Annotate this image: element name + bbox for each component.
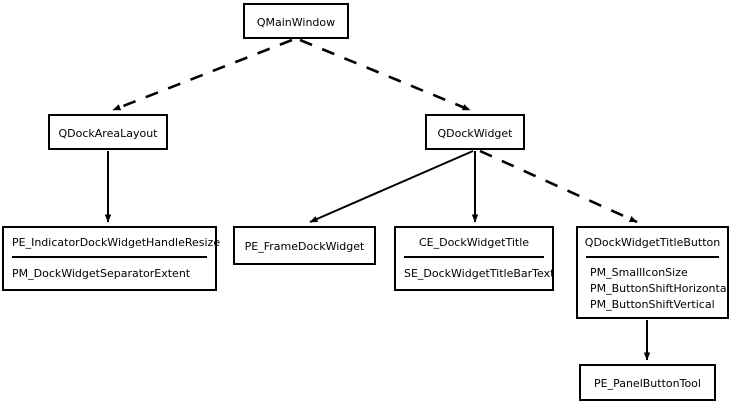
node-members-qdockwidgettitlebutton: PM_SmallIconSize PM_ButtonShiftHorizonta…: [590, 265, 730, 313]
node-member: SE_DockWidgetTitleBarText: [404, 267, 555, 280]
node-pe-panelbuttontool[interactable]: PE_PanelButtonTool: [579, 364, 716, 401]
node-qdockwidget[interactable]: QDockWidget: [425, 114, 525, 150]
node-pe-indicatordockwidgethandleresize[interactable]: PE_IndicatorDockWidgetHandleResize PM_Do…: [2, 226, 221, 291]
edge-qdockwidget-pe_framedockwidget: [309, 150, 474, 223]
node-title-qdockwidget: QDockWidget: [437, 127, 513, 140]
node-qdockwidgettitlebutton[interactable]: QDockWidgetTitleButton PM_SmallIconSize …: [576, 226, 730, 319]
edge-qdockwidget-qdockwidgettitlebutton: [479, 149, 638, 224]
node-divider-pe-indicatordockwidgethandleresize: [12, 256, 207, 258]
node-members-pe-indicatordockwidgethandleresize: PM_DockWidgetSeparatorExtent: [12, 266, 215, 282]
edge-qmainwindow-qdockarealayout: [112, 38, 293, 112]
node-title-qmainwindow: QMainWindow: [256, 16, 336, 29]
node-qmainwindow[interactable]: QMainWindow: [243, 3, 349, 39]
node-title-pe-indicatordockwidgethandleresize: PE_IndicatorDockWidgetHandleResize: [12, 236, 221, 249]
node-title-pe-framedockwidget: PE_FrameDockWidget: [244, 240, 365, 253]
node-member: PM_ButtonShiftHorizontal: [590, 282, 730, 295]
node-title-qdockarealayout: QDockAreaLayout: [58, 127, 158, 140]
node-qdockarealayout[interactable]: QDockAreaLayout: [48, 114, 168, 150]
node-ce-dockwidgettitle[interactable]: CE_DockWidgetTitle SE_DockWidgetTitleBar…: [394, 226, 554, 291]
node-members-ce-dockwidgettitle: SE_DockWidgetTitleBarText: [404, 266, 555, 282]
node-pe-framedockwidget[interactable]: PE_FrameDockWidget: [233, 226, 376, 265]
node-member: PM_ButtonShiftVertical: [590, 298, 715, 311]
node-member: PM_SmallIconSize: [590, 266, 688, 279]
node-member: PM_DockWidgetSeparatorExtent: [12, 267, 191, 280]
node-title-qdockwidgettitlebutton: QDockWidgetTitleButton: [584, 236, 721, 249]
node-title-ce-dockwidgettitle: CE_DockWidgetTitle: [418, 236, 530, 249]
node-title-pe-panelbuttontool: PE_PanelButtonTool: [594, 377, 701, 390]
node-divider-qdockwidgettitlebutton: [586, 256, 719, 258]
edge-qmainwindow-qdockwidget: [299, 38, 471, 112]
node-divider-ce-dockwidgettitle: [404, 256, 544, 258]
